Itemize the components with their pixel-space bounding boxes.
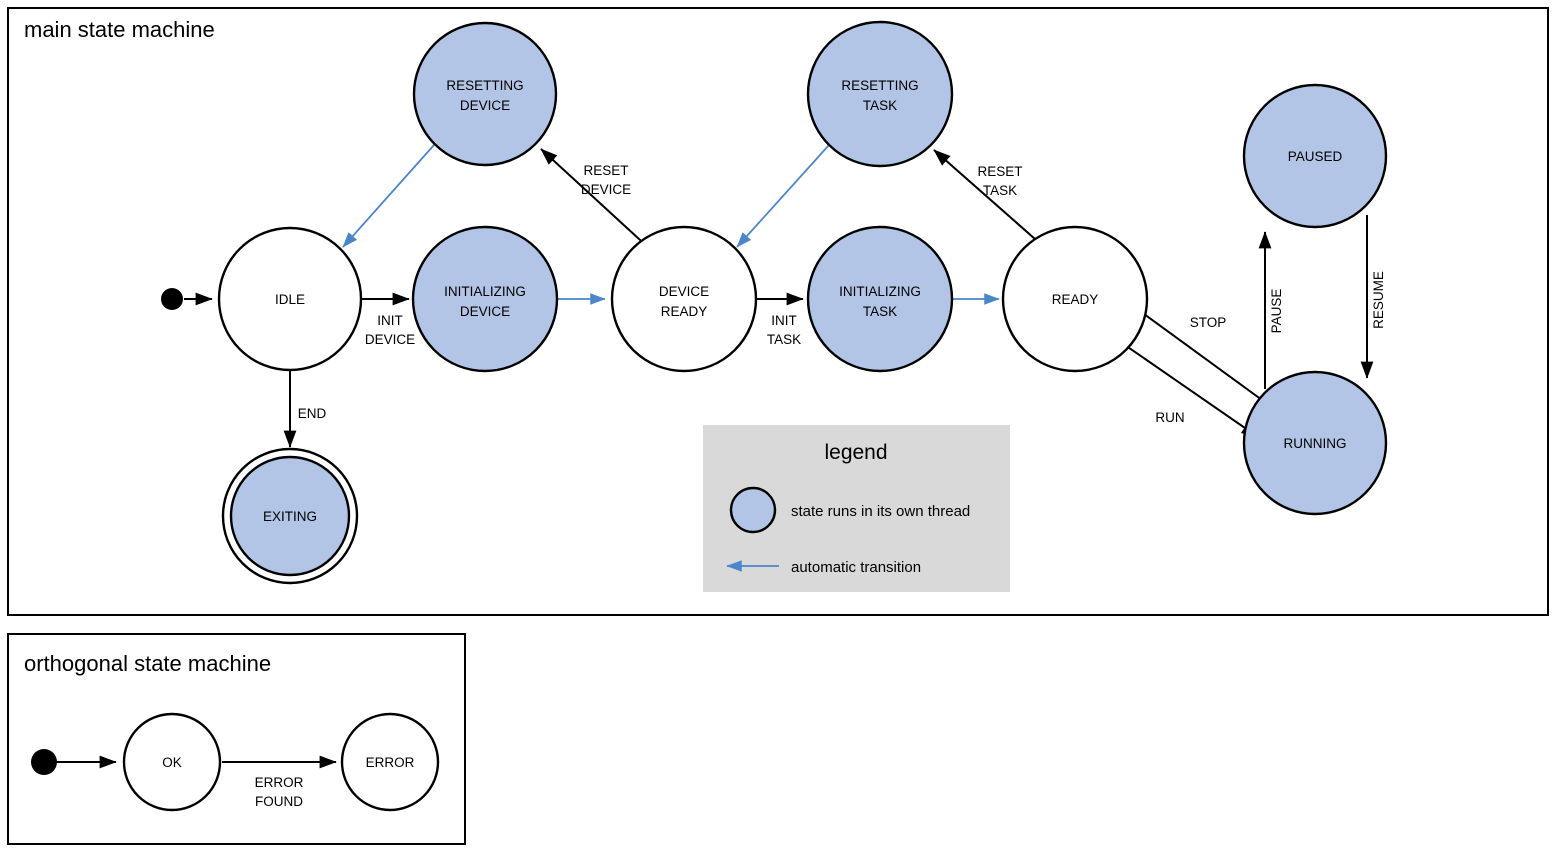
edge-label-pause: PAUSE [1269, 289, 1284, 334]
edge-label-init-task-line2: TASK [767, 332, 801, 347]
edge-label-init-task-line1: INIT [771, 313, 797, 328]
edge-label-run: RUN [1155, 410, 1184, 425]
state-label-initializing-task-line2: TASK [863, 304, 897, 319]
edge-resetting-task-to-device-ready [736, 144, 830, 248]
state-label-device-ready-line2: READY [661, 304, 708, 319]
ortho-initial-state-dot [31, 749, 57, 775]
edge-label-error-found-line1: ERROR [255, 775, 304, 790]
state-paused[interactable] [1242, 83, 1388, 229]
state-label-resetting-task-line1: RESETTING [841, 78, 918, 93]
edge-resetting-device-to-idle [342, 144, 435, 248]
state-label-resetting-device-line1: RESETTING [446, 78, 523, 93]
state-label-ready: READY [1052, 292, 1099, 307]
edge-label-resume: RESUME [1371, 271, 1386, 329]
state-label-running: RUNNING [1284, 436, 1347, 451]
state-label-exiting: EXITING [263, 509, 317, 524]
legend-threaded-state-swatch [729, 486, 777, 534]
edge-label-stop: STOP [1190, 315, 1227, 330]
legend-title: legend [824, 441, 887, 464]
state-device-ready[interactable] [610, 225, 758, 373]
state-error[interactable] [340, 712, 440, 812]
edge-label-reset-device-line2: DEVICE [581, 182, 631, 197]
edge-label-reset-device-line1: RESET [583, 163, 628, 178]
legend-auto-transition-text: automatic transition [791, 559, 921, 576]
edge-label-error-found-line2: FOUND [255, 794, 303, 809]
state-label-initializing-task-line1: INITIALIZING [839, 284, 921, 299]
state-running[interactable] [1242, 370, 1388, 516]
state-label-initializing-device-line1: INITIALIZING [444, 284, 526, 299]
edge-ready-to-running [1121, 342, 1259, 438]
state-label-ok: OK [162, 755, 182, 770]
edge-label-reset-task-line2: TASK [983, 183, 1017, 198]
state-idle[interactable] [217, 226, 363, 372]
edge-label-init-device-line1: INIT [377, 313, 403, 328]
state-exiting-outer-ring [221, 447, 359, 585]
edge-label-reset-task-line1: RESET [977, 164, 1022, 179]
state-initializing-task[interactable] [806, 225, 954, 373]
edge-ready-to-resetting-task [933, 149, 1036, 240]
edge-running-to-ready [1128, 302, 1263, 401]
main-state-machine-title: main state machine [24, 17, 215, 42]
orthogonal-state-machine-title: orthogonal state machine [24, 651, 271, 676]
legend-threaded-state-text: state runs in its own thread [791, 503, 970, 520]
state-resetting-device[interactable] [412, 21, 558, 167]
state-ready[interactable] [1001, 225, 1149, 373]
state-label-resetting-task-line2: TASK [863, 98, 897, 113]
state-initializing-device[interactable] [411, 225, 559, 373]
edge-label-init-device-line2: DEVICE [365, 332, 415, 347]
state-label-paused: PAUSED [1288, 149, 1343, 164]
state-resetting-task[interactable] [806, 20, 954, 168]
state-label-error: ERROR [366, 755, 415, 770]
state-label-idle: IDLE [275, 292, 305, 307]
state-ok[interactable] [122, 712, 222, 812]
state-label-resetting-device-line2: DEVICE [460, 98, 510, 113]
edge-label-end: END [298, 406, 327, 421]
state-label-initializing-device-line2: DEVICE [460, 304, 510, 319]
initial-state-dot [161, 288, 183, 310]
state-exiting[interactable] [229, 455, 351, 577]
state-label-device-ready-line1: DEVICE [659, 284, 709, 299]
